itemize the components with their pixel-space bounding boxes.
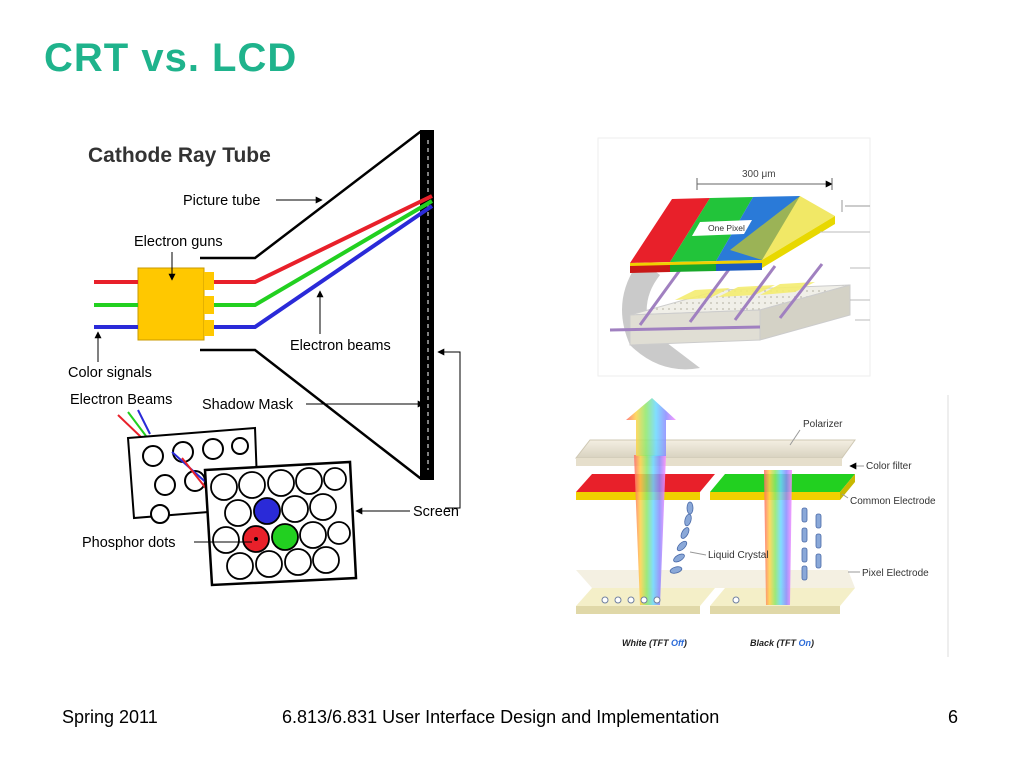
label-electron-guns: Electron guns [134, 234, 223, 250]
crt-lcd-diagram: Cathode Ray Tube Picture tube Electron g… [68, 130, 949, 657]
label-common-electrode: Common Electrode [850, 496, 936, 507]
label-pixel-electrode: Pixel Electrode [862, 568, 929, 579]
electron-gun [137, 267, 205, 341]
label-picture-tube: Picture tube [183, 193, 260, 209]
label-color-filter: Color filter [866, 461, 912, 472]
label-electron-beams: Electron beams [290, 338, 391, 354]
beam-red [214, 194, 433, 284]
phosphor-dot-blue [253, 497, 281, 525]
lcd-cross-section: Polarizer Color filter Common Electrode … [570, 395, 949, 657]
label-color-signals: Color signals [68, 365, 152, 381]
label-screen: Screen [413, 504, 459, 520]
caption-white: White (TFT Off) [622, 638, 687, 648]
label-one-pixel: One Pixel [708, 223, 745, 233]
label-300um: 300 μm [742, 169, 776, 180]
phosphor-plate [203, 460, 358, 587]
crt-diagram: Cathode Ray Tube Picture tube Electron g… [68, 130, 461, 587]
label-shadow-mask: Shadow Mask [202, 397, 294, 413]
caption-black: Black (TFT On) [750, 638, 814, 648]
footer-course: 6.813/6.831 User Interface Design and Im… [282, 707, 720, 727]
light-beam-black [764, 470, 792, 605]
liquid-crystal-twist [669, 501, 694, 574]
slide-title: CRT vs. LCD [44, 36, 298, 80]
label-liquid-crystal: Liquid Crystal [708, 550, 769, 561]
label-polarizer: Polarizer [803, 419, 843, 430]
crt-title: Cathode Ray Tube [88, 144, 271, 167]
liquid-crystal-aligned [801, 507, 822, 581]
polarizer [574, 439, 856, 459]
footer-term: Spring 2011 [62, 707, 158, 727]
phosphor-dot-green [271, 523, 299, 551]
label-electron-beams-2: Electron Beams [70, 392, 172, 408]
beam-blue [214, 204, 434, 329]
beam-green [214, 199, 434, 307]
lcd-pixel-diagram: 300 μm One Pixel [597, 137, 871, 377]
label-phosphor-dots: Phosphor dots [82, 535, 176, 551]
screen-glass [420, 130, 434, 480]
footer-page-number: 6 [948, 707, 959, 727]
light-beam-white [634, 455, 666, 605]
